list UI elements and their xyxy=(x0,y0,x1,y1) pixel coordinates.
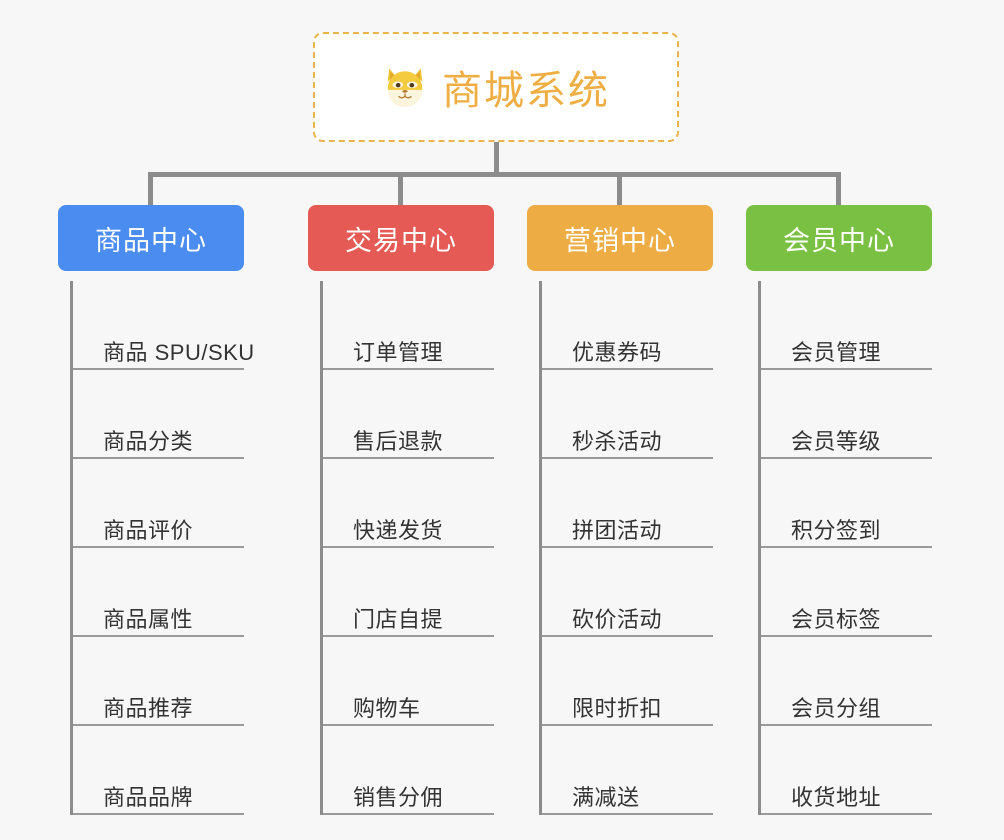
category-label: 交易中心 xyxy=(345,225,457,256)
leaf-label: 砍价活动 xyxy=(572,606,663,632)
leaf-label: 门店自提 xyxy=(353,606,444,632)
leaf-item[interactable]: 购物车 xyxy=(323,637,494,726)
branch-column-product: 商品中心 商品 SPU/SKU 商品分类 商品评价 商品属性 商品推荐 商品品牌 xyxy=(58,205,254,815)
leaf-item[interactable]: 会员等级 xyxy=(761,370,932,459)
category-header-trade[interactable]: 交易中心 xyxy=(308,205,494,271)
branch-column-trade: 交易中心 订单管理 售后退款 快递发货 门店自提 购物车 销售分佣 xyxy=(308,205,494,815)
leaf-label: 购物车 xyxy=(353,695,421,721)
leaf-item[interactable]: 优惠券码 xyxy=(542,281,713,370)
leaf-label: 商品推荐 xyxy=(103,695,194,721)
leaf-list-marketing: 优惠券码 秒杀活动 拼团活动 砍价活动 限时折扣 满减送 xyxy=(539,281,713,815)
leaf-label: 订单管理 xyxy=(353,339,444,365)
leaf-label: 商品品牌 xyxy=(103,784,194,810)
leaf-label: 商品 SPU/SKU xyxy=(103,339,255,365)
leaf-item[interactable]: 商品属性 xyxy=(73,548,244,637)
leaf-item[interactable]: 会员标签 xyxy=(761,548,932,637)
leaf-item[interactable]: 订单管理 xyxy=(323,281,494,370)
leaf-item[interactable]: 会员分组 xyxy=(761,637,932,726)
shiba-dog-face-icon xyxy=(382,64,428,110)
leaf-item[interactable]: 满减送 xyxy=(542,726,713,815)
leaf-label: 积分签到 xyxy=(791,517,882,543)
leaf-item[interactable]: 收货地址 xyxy=(761,726,932,815)
leaf-label: 秒杀活动 xyxy=(572,428,663,454)
category-label: 营销中心 xyxy=(564,225,676,256)
branch-column-marketing: 营销中心 优惠券码 秒杀活动 拼团活动 砍价活动 限时折扣 满减送 xyxy=(527,205,713,815)
leaf-item[interactable]: 售后退款 xyxy=(323,370,494,459)
leaf-label: 销售分佣 xyxy=(353,784,444,810)
connector-bus xyxy=(148,172,840,177)
leaf-label: 会员等级 xyxy=(791,428,882,454)
leaf-item[interactable]: 商品评价 xyxy=(73,459,244,548)
leaf-item[interactable]: 商品分类 xyxy=(73,370,244,459)
branch-column-member: 会员中心 会员管理 会员等级 积分签到 会员标签 会员分组 收货地址 xyxy=(746,205,932,815)
category-label: 商品中心 xyxy=(95,225,207,256)
leaf-label: 收货地址 xyxy=(791,784,882,810)
leaf-label: 限时折扣 xyxy=(572,695,663,721)
leaf-label: 售后退款 xyxy=(353,428,444,454)
connector-drop-3 xyxy=(617,172,622,207)
leaf-label: 会员分组 xyxy=(791,695,882,721)
connector-drop-1 xyxy=(148,172,153,207)
leaf-list-trade: 订单管理 售后退款 快递发货 门店自提 购物车 销售分佣 xyxy=(320,281,494,815)
leaf-label: 商品分类 xyxy=(103,428,194,454)
connector-stem xyxy=(494,142,499,175)
connector-drop-2 xyxy=(398,172,403,207)
leaf-label: 拼团活动 xyxy=(572,517,663,543)
category-header-member[interactable]: 会员中心 xyxy=(746,205,932,271)
leaf-item[interactable]: 拼团活动 xyxy=(542,459,713,548)
leaf-item[interactable]: 秒杀活动 xyxy=(542,370,713,459)
leaf-label: 满减送 xyxy=(572,784,640,810)
leaf-item[interactable]: 门店自提 xyxy=(323,548,494,637)
leaf-label: 会员标签 xyxy=(791,606,882,632)
root-label: 商城系统 xyxy=(442,69,610,113)
leaf-label: 商品属性 xyxy=(103,606,194,632)
category-header-product[interactable]: 商品中心 xyxy=(58,205,244,271)
connector-drop-4 xyxy=(836,172,841,207)
leaf-label: 快递发货 xyxy=(353,517,444,543)
leaf-item[interactable]: 商品 SPU/SKU xyxy=(73,281,254,370)
leaf-label: 商品评价 xyxy=(103,517,194,543)
leaf-list-member: 会员管理 会员等级 积分签到 会员标签 会员分组 收货地址 xyxy=(758,281,932,815)
leaf-item[interactable]: 商品品牌 xyxy=(73,726,244,815)
leaf-list-product: 商品 SPU/SKU 商品分类 商品评价 商品属性 商品推荐 商品品牌 xyxy=(70,281,254,815)
category-header-marketing[interactable]: 营销中心 xyxy=(527,205,713,271)
leaf-item[interactable]: 积分签到 xyxy=(761,459,932,548)
category-label: 会员中心 xyxy=(783,225,895,256)
root-node[interactable]: 商城系统 xyxy=(313,32,679,142)
leaf-item[interactable]: 会员管理 xyxy=(761,281,932,370)
leaf-item[interactable]: 限时折扣 xyxy=(542,637,713,726)
leaf-item[interactable]: 快递发货 xyxy=(323,459,494,548)
leaf-label: 优惠券码 xyxy=(572,339,663,365)
leaf-item[interactable]: 销售分佣 xyxy=(323,726,494,815)
leaf-label: 会员管理 xyxy=(791,339,882,365)
leaf-item[interactable]: 商品推荐 xyxy=(73,637,244,726)
leaf-item[interactable]: 砍价活动 xyxy=(542,548,713,637)
